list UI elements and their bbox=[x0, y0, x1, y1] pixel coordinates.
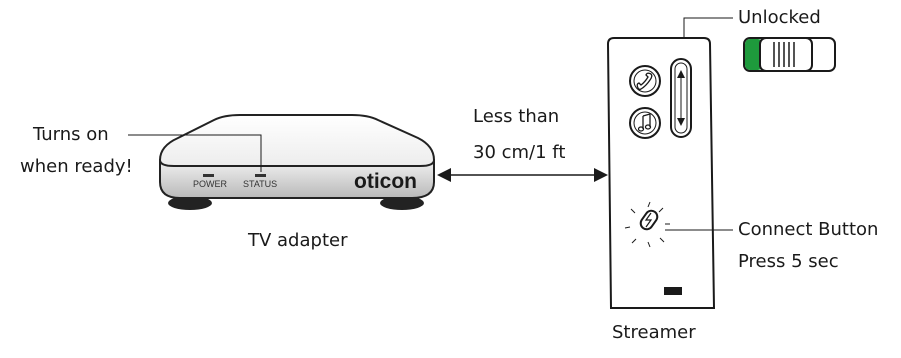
music-button bbox=[629, 107, 661, 139]
unlocked-switch bbox=[743, 37, 836, 72]
switch-slider bbox=[759, 37, 813, 72]
tv-adapter-device: POWER STATUS oticon bbox=[158, 114, 436, 210]
connect-glow-rays bbox=[624, 201, 670, 248]
status-leader-line bbox=[128, 134, 262, 172]
tv-adapter-label: TV adapter bbox=[248, 230, 348, 251]
unlocked-leader-line bbox=[683, 17, 733, 38]
adapter-foot-right bbox=[380, 196, 424, 210]
distance-line2: 30 cm/1 ft bbox=[473, 142, 566, 163]
status-label: STATUS bbox=[243, 179, 277, 189]
connect-button-icon bbox=[644, 212, 653, 228]
power-label: POWER bbox=[193, 179, 228, 189]
phone-button bbox=[629, 65, 661, 97]
status-led bbox=[255, 174, 266, 177]
connect-button bbox=[624, 201, 670, 248]
adapter-foot-left bbox=[168, 196, 212, 210]
battery-icon bbox=[664, 287, 682, 295]
phone-icon bbox=[636, 72, 653, 90]
unlocked-label: Unlocked bbox=[738, 7, 821, 28]
turns-on-line2: when ready! bbox=[20, 156, 133, 177]
switch-grip-lines bbox=[773, 42, 795, 67]
turns-on-line1: Turns on bbox=[33, 124, 109, 145]
brand-logo: oticon bbox=[354, 170, 417, 193]
streamer-label: Streamer bbox=[612, 322, 696, 343]
press-duration-label: Press 5 sec bbox=[738, 251, 839, 272]
arrow-head-right bbox=[594, 168, 608, 182]
power-led bbox=[203, 174, 214, 177]
distance-line1: Less than bbox=[473, 106, 560, 127]
volume-up-arrow-icon bbox=[677, 70, 685, 78]
volume-rocker bbox=[670, 58, 692, 138]
distance-arrow bbox=[437, 168, 608, 182]
switch-green-indicator bbox=[745, 39, 763, 70]
music-note-icon bbox=[637, 113, 652, 132]
arrow-head-left bbox=[437, 168, 451, 182]
adapter-base bbox=[159, 159, 435, 199]
streamer-body bbox=[606, 37, 716, 309]
adapter-top bbox=[158, 114, 436, 167]
connect-button-label: Connect Button bbox=[738, 219, 879, 240]
streamer-device bbox=[606, 37, 716, 309]
volume-down-arrow-icon bbox=[677, 118, 685, 126]
